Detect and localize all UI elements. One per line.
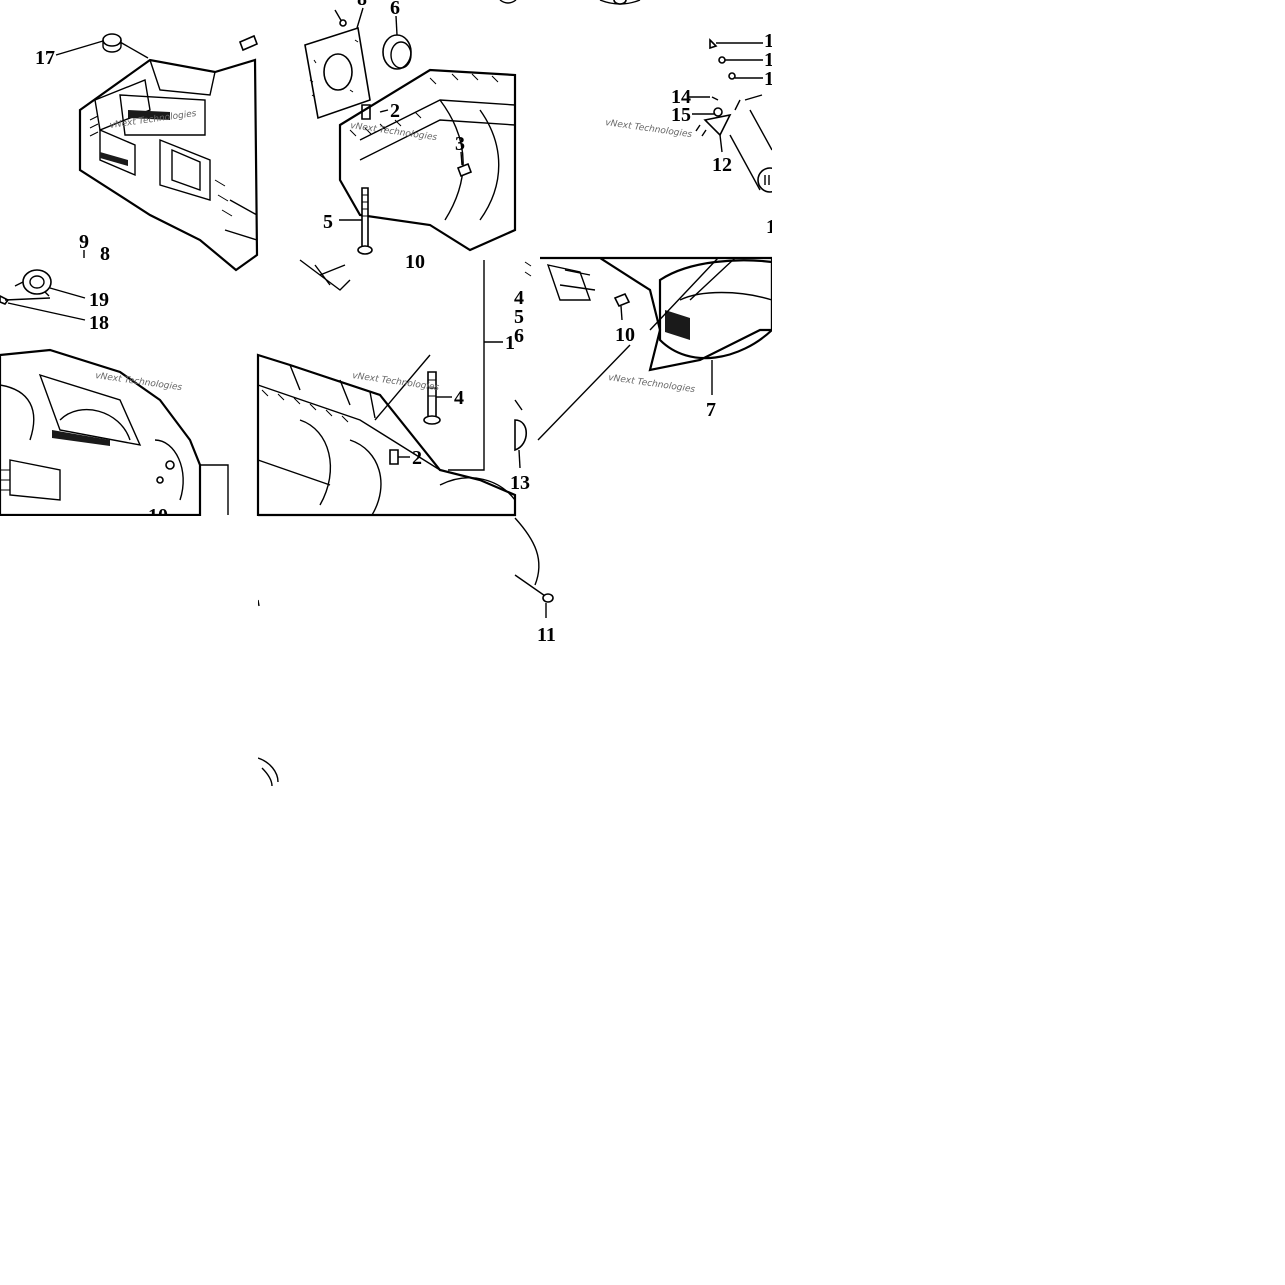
callout-4: 4 [454,387,464,409]
tile-middle-left [0,269,229,517]
callout-6-right: 6 [514,325,524,347]
callout-1-row2: 1 [764,49,774,71]
callout-12: 12 [712,154,732,176]
oil-seal-part-6 [382,34,412,70]
tile-middle-center [256,260,517,517]
stud-part-3 [456,162,473,178]
tile-lower [257,517,554,787]
callout-7: 7 [706,399,716,421]
leader-lines [7,7,714,321]
callout-6-top: 6 [390,0,400,19]
callout-1: 1 [505,332,515,354]
callout-1-row1: 1 [764,30,774,52]
callout-11: 11 [537,624,556,646]
lower-left-crankcase [0,348,202,517]
callout-10-right: 10 [615,324,635,346]
washer-part-15 [713,107,723,117]
dowel-part-10-right [613,292,631,308]
upper-crankcase-outline [78,58,259,272]
callout-8: 8 [100,243,110,265]
callout-13: 13 [510,472,530,494]
watermark-text: vNext Technologies [95,371,183,393]
plug-part-17 [102,33,122,47]
callout-18: 18 [89,312,109,334]
callout-2-lower: 2 [412,447,422,469]
bolt-part-4 [427,371,437,419]
bolt-part-11 [542,593,554,603]
callout-2-upper: 2 [390,100,400,122]
callout-9: 9 [79,231,89,253]
tile-upper-left-crankcase [78,33,259,272]
seal-part-13 [514,419,528,452]
tile-upper-right-hardware [499,0,783,193]
dowel-pin [238,34,259,52]
bell-housing-part-7 [658,259,774,360]
callout-3: 3 [455,133,465,155]
callout-4-right: 4 [514,287,524,309]
bracket-part-12 [703,113,732,137]
screw-part-18 [0,295,10,305]
callout-5: 5 [323,211,333,233]
center-crankcase-half [256,353,517,517]
bolt-part-5 [361,187,369,249]
bearing-part-19 [22,269,52,295]
callout-17: 17 [35,47,55,69]
watermark-text: vNext Technologies [350,121,438,143]
watermarks: vNext Technologies vNext Technologies vN… [95,109,696,395]
callout-14: 14 [671,86,691,108]
tile-upper-middle [299,9,517,291]
tile-middle-right [514,256,774,469]
callout-labels: 17 9 8 19 18 10 8 6 2 3 5 10 4 2 1 4 5 6… [35,0,776,646]
callout-10-center: 10 [405,251,425,273]
watermark-text: vNext Technologies [608,373,696,395]
callout-1-row4: 1 [766,216,776,238]
callout-5-right: 5 [514,306,524,328]
callout-1-row3: 1 [764,68,774,90]
callout-19: 19 [89,289,109,311]
lower-crankcase-outline [338,68,517,252]
dowel-part-2-lower [389,449,399,465]
callout-8-top: 8 [357,0,367,10]
callout-15: 15 [671,104,691,126]
